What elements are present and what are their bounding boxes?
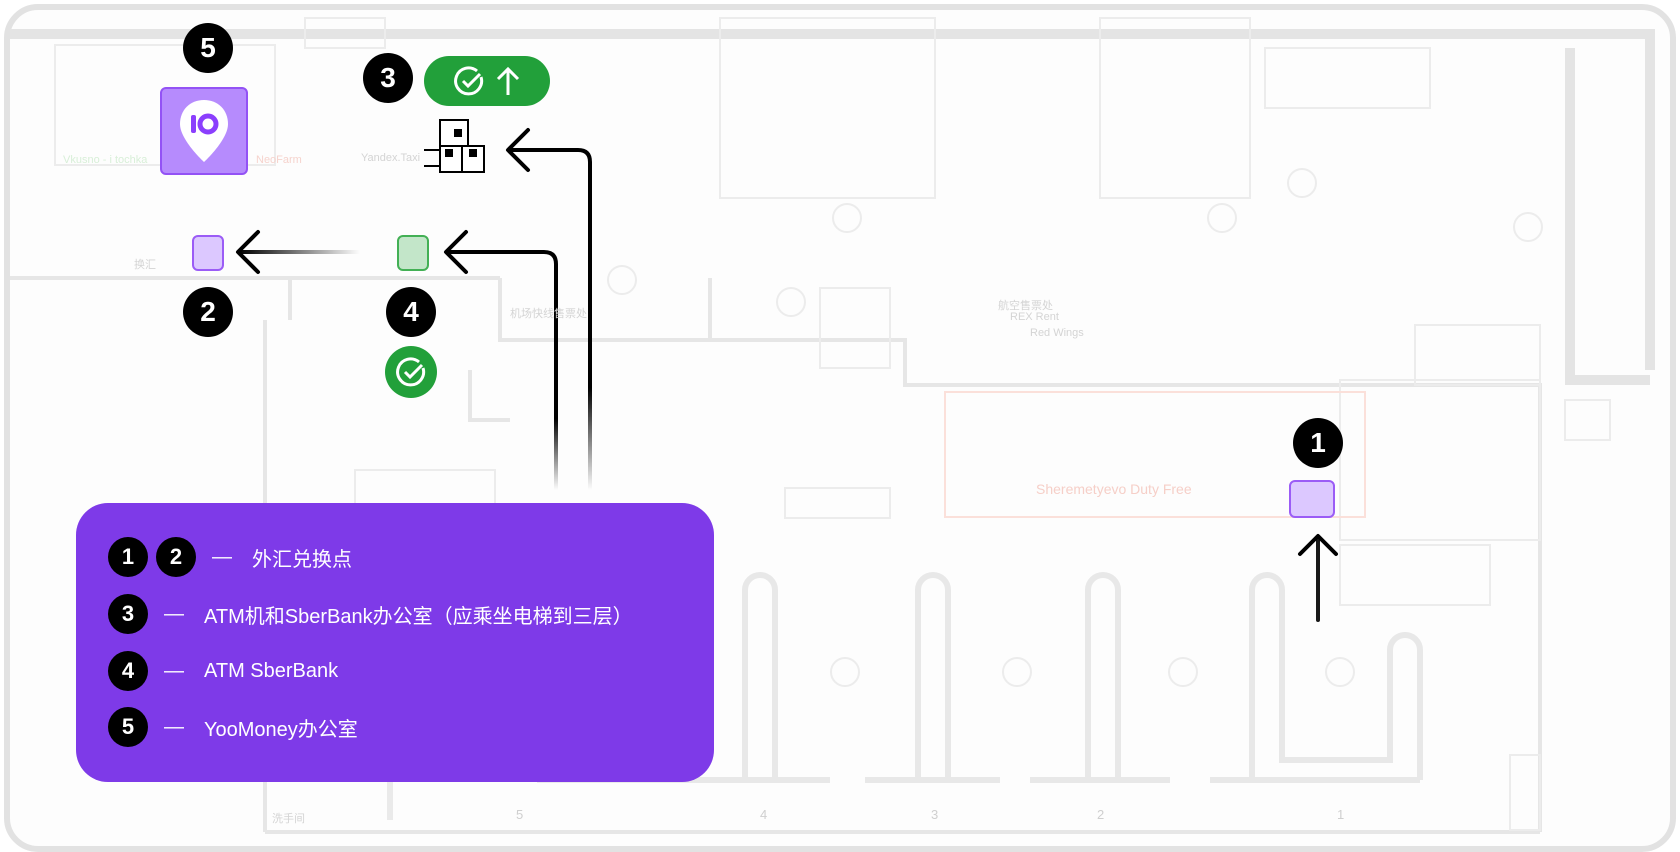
sberbank-upstairs-marker[interactable] xyxy=(424,56,550,106)
legend-marker: 5 xyxy=(108,707,148,747)
legend-panel: 1 2 — 外汇兑换点 3 — ATM机和SberBank办公室（应乘坐电梯到三… xyxy=(76,503,714,782)
sberbank-atm-marker[interactable] xyxy=(385,346,437,398)
map-label-exchange: 换汇 xyxy=(134,259,156,271)
map-label-airport-express: 机场快线售票处 xyxy=(510,308,587,320)
legend-marker: 1 xyxy=(108,537,148,577)
yoomoney-pin-icon xyxy=(180,100,228,162)
gate-label: 1 xyxy=(1337,807,1345,822)
legend-marker: 4 xyxy=(108,651,148,691)
legend-label: 外汇兑换点 xyxy=(252,548,352,571)
map-label-restroom: 洗手间 xyxy=(272,813,305,825)
map-label-red-wings: Red Wings xyxy=(1030,327,1084,339)
gate-label: 2 xyxy=(1097,807,1105,822)
sberbank-logo-icon xyxy=(454,66,484,96)
legend-item-atm-office: 3 — ATM机和SberBank办公室（应乘坐电梯到三层） xyxy=(108,594,633,634)
yoomoney-office-marker[interactable] xyxy=(160,87,248,175)
marker-5[interactable]: 5 xyxy=(183,23,233,73)
marker-1[interactable]: 1 xyxy=(1293,418,1343,468)
legend-dash: — xyxy=(164,659,184,682)
legend-dash: — xyxy=(164,715,184,738)
map-label-rex-rent: REX Rent xyxy=(1010,311,1059,323)
taxi-elevator-icon xyxy=(424,119,485,173)
marker-4[interactable]: 4 xyxy=(386,287,436,337)
sberbank-logo-icon xyxy=(396,357,426,387)
legend-label: YooMoney办公室 xyxy=(204,718,358,741)
gate-label: 5 xyxy=(516,807,524,822)
exchange-point-2[interactable] xyxy=(192,235,224,271)
legend-dash: — xyxy=(164,602,184,625)
walls xyxy=(10,29,1655,385)
map-label-duty-free: Sheremetyevo Duty Free xyxy=(1036,481,1192,497)
map-label-yandex-taxi: Yandex.Taxi xyxy=(361,152,421,164)
marker-2[interactable]: 2 xyxy=(183,287,233,337)
legend-marker: 2 xyxy=(156,537,196,577)
legend-item-atm: 4 — ATM SberBank xyxy=(108,651,338,691)
route-arrows xyxy=(236,128,1338,622)
marker-3[interactable]: 3 xyxy=(363,53,413,103)
exchange-point-1[interactable] xyxy=(1289,480,1335,518)
gate-label: 4 xyxy=(760,807,768,822)
legend-label: ATM SberBank xyxy=(204,659,339,682)
legend-marker: 3 xyxy=(108,594,148,634)
map-label-neofarm: NeoFarm xyxy=(256,154,302,166)
legend-item-exchange: 1 2 — 外汇兑换点 xyxy=(108,537,352,577)
map-label-airline-tickets: 航空售票处 xyxy=(998,300,1053,312)
legend-label: ATM机和SberBank办公室（应乘坐电梯到三层） xyxy=(204,605,633,628)
atm-point-4[interactable] xyxy=(397,235,429,271)
legend-item-yoomoney: 5 — YooMoney办公室 xyxy=(108,707,358,747)
legend-dash: — xyxy=(212,545,232,568)
gate-label: 3 xyxy=(931,807,939,822)
map-label-vkusno: Vkusno - i tochka xyxy=(63,154,148,166)
arrow-up-icon xyxy=(496,66,520,95)
